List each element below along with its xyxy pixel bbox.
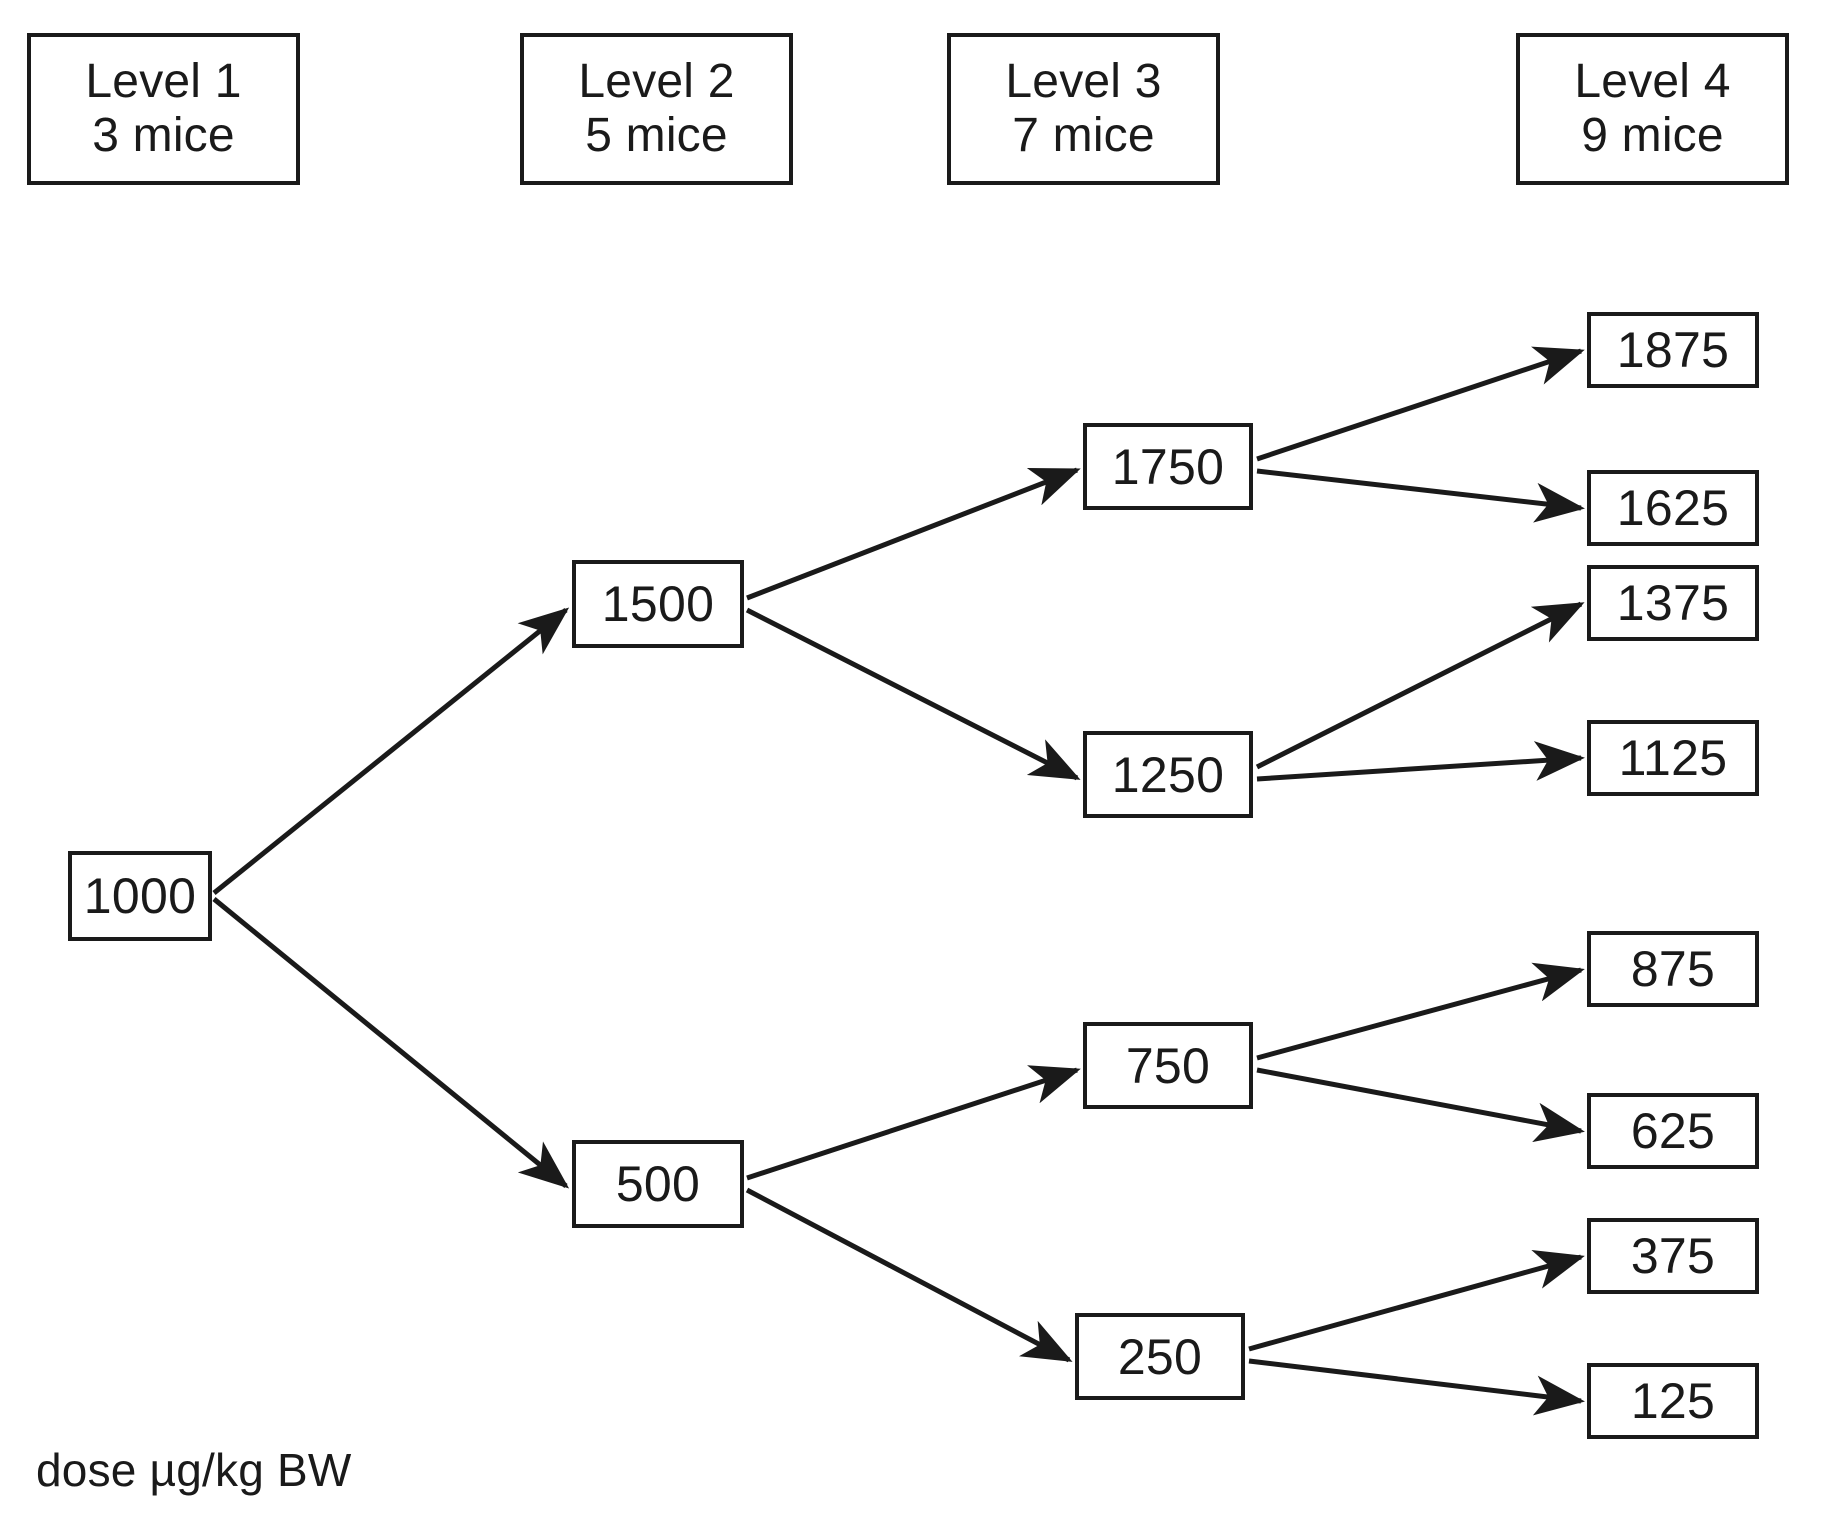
dose-node-625[interactable]: 625 bbox=[1587, 1093, 1759, 1169]
dose-node-label: 1250 bbox=[1111, 746, 1225, 803]
dose-node-1625[interactable]: 1625 bbox=[1587, 470, 1759, 546]
edge-n250-to-n125 bbox=[1248, 1358, 1585, 1416]
dose-node-500[interactable]: 500 bbox=[572, 1140, 744, 1228]
level-header-3-label: Level 3 7 mice bbox=[1005, 55, 1162, 162]
level-header-2: Level 2 5 mice bbox=[520, 33, 793, 185]
dose-node-label: 750 bbox=[1125, 1037, 1211, 1094]
dose-node-750[interactable]: 750 bbox=[1083, 1022, 1253, 1109]
dose-node-1250[interactable]: 1250 bbox=[1083, 731, 1253, 818]
level-header-1-label: Level 1 3 mice bbox=[85, 55, 242, 162]
edge-n1000-to-n1500 bbox=[212, 607, 570, 895]
dose-node-1375[interactable]: 1375 bbox=[1587, 565, 1759, 641]
dose-node-label: 375 bbox=[1630, 1228, 1716, 1284]
edge-n1750-to-n1625 bbox=[1256, 468, 1585, 523]
dose-node-label: 625 bbox=[1630, 1103, 1716, 1159]
level-header-4-label: Level 4 9 mice bbox=[1574, 55, 1731, 162]
dose-node-1000[interactable]: 1000 bbox=[68, 851, 212, 941]
dose-node-1750[interactable]: 1750 bbox=[1083, 423, 1253, 510]
dose-node-250[interactable]: 250 bbox=[1075, 1313, 1245, 1400]
edge-n500-to-n750 bbox=[746, 1065, 1081, 1181]
edge-n1000-to-n500 bbox=[212, 897, 570, 1189]
dose-node-1875[interactable]: 1875 bbox=[1587, 312, 1759, 388]
edge-n250-to-n375 bbox=[1248, 1250, 1585, 1352]
dose-node-label: 500 bbox=[615, 1156, 701, 1212]
edge-n500-to-n250 bbox=[745, 1187, 1073, 1363]
edge-n1500-to-n1750 bbox=[746, 467, 1081, 601]
dose-node-label: 1375 bbox=[1616, 575, 1730, 631]
level-header-1: Level 1 3 mice bbox=[27, 33, 300, 185]
dose-node-125[interactable]: 125 bbox=[1587, 1363, 1759, 1439]
edge-n750-to-n625 bbox=[1256, 1067, 1585, 1143]
dose-node-label: 1125 bbox=[1618, 730, 1728, 786]
dose-node-875[interactable]: 875 bbox=[1587, 931, 1759, 1007]
dose-unit-caption: dose µg/kg BW bbox=[36, 1444, 352, 1496]
dose-node-label: 250 bbox=[1117, 1328, 1203, 1385]
dose-node-375[interactable]: 375 bbox=[1587, 1218, 1759, 1294]
dose-node-1500[interactable]: 1500 bbox=[572, 560, 744, 648]
edge-group bbox=[212, 346, 1585, 1416]
dose-node-label: 1875 bbox=[1616, 322, 1730, 378]
level-header-3: Level 3 7 mice bbox=[947, 33, 1220, 185]
dose-node-label: 1625 bbox=[1616, 480, 1730, 536]
dose-node-label: 1000 bbox=[83, 868, 197, 924]
edge-n1750-to-n1875 bbox=[1256, 346, 1585, 462]
dose-node-label: 125 bbox=[1630, 1373, 1716, 1429]
dose-node-label: 875 bbox=[1630, 941, 1716, 997]
level-header-2-label: Level 2 5 mice bbox=[578, 55, 735, 162]
edge-n1250-to-n1375 bbox=[1255, 601, 1585, 770]
edge-n750-to-n875 bbox=[1256, 962, 1585, 1061]
dose-node-1125[interactable]: 1125 bbox=[1587, 720, 1759, 796]
dose-node-label: 1500 bbox=[601, 576, 715, 632]
edge-n1250-to-n1125 bbox=[1256, 741, 1585, 782]
dose-node-label: 1750 bbox=[1111, 438, 1225, 495]
edge-n1500-to-n1250 bbox=[745, 607, 1081, 781]
level-header-4: Level 4 9 mice bbox=[1516, 33, 1789, 185]
